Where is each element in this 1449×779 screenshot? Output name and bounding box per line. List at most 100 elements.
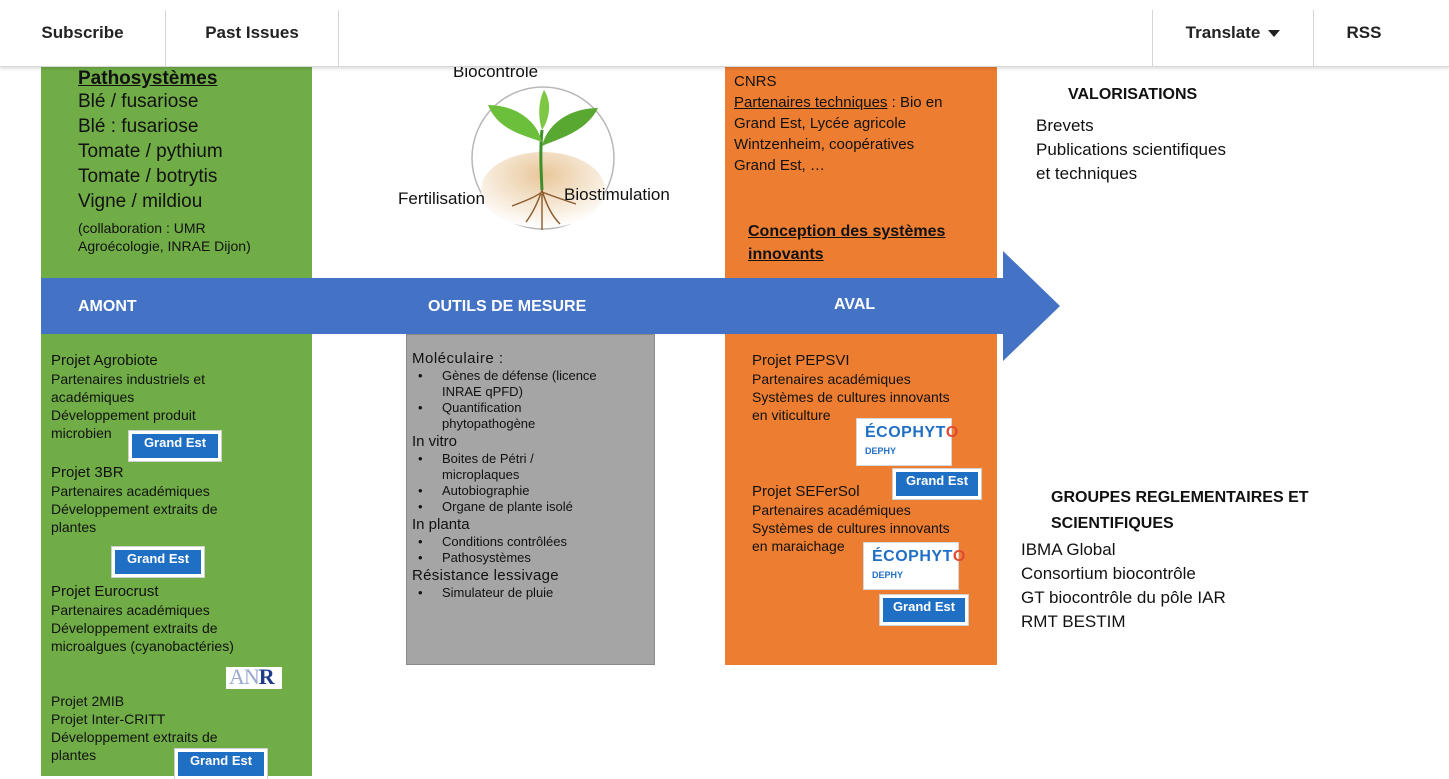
- anr-logo-text: AN: [229, 664, 260, 689]
- outils-item-cont-text: phytopathogène: [442, 416, 536, 431]
- valorisation-item: et techniques: [1036, 164, 1138, 183]
- project-agrobiote: Projet Agrobiote Partenaires industriels…: [51, 351, 205, 442]
- project-pepsvi: Projet PEPSVI Partenaires académiques Sy…: [752, 351, 950, 424]
- grandest-logo: Grand Est: [892, 468, 982, 500]
- project-line: Partenaires académiques: [51, 483, 210, 499]
- dephy-logo-text: DEPHY: [865, 446, 897, 456]
- outils-section-title: Résistance lessivage: [412, 567, 559, 584]
- project-eurocrust: Projet Eurocrust Partenaires académiques…: [51, 582, 234, 655]
- project-line: académiques: [51, 389, 135, 405]
- project-line: microalgues (cyanobactéries): [51, 638, 234, 654]
- nav-divider: [1313, 10, 1314, 66]
- ecophyto-logo: ÉCOPHYTO DEPHY: [863, 542, 965, 590]
- project-line: Développement extraits de: [51, 501, 218, 517]
- project-line: en maraichage: [752, 538, 845, 554]
- groupes-title: GROUPES REGLEMENTAIRES ET SCIENTIFIQUES: [1051, 485, 1309, 537]
- nav-divider: [165, 10, 166, 66]
- outils-item: Simulateur de pluie: [418, 585, 652, 601]
- project-line: en viticulture: [752, 407, 831, 423]
- past-issues-link[interactable]: Past Issues: [205, 23, 299, 42]
- rss-link[interactable]: RSS: [1346, 23, 1382, 42]
- partners-line: Grand Est, …: [734, 157, 825, 174]
- ecophyto-logo: ÉCOPHYTO DEPHY: [856, 418, 958, 466]
- groupes-list: IBMA Global Consortium biocontrôle GT bi…: [1021, 538, 1226, 634]
- outils-item-cont: phytopathogène: [442, 416, 652, 432]
- pathosystem-item: Blé : fusariose: [78, 116, 199, 137]
- project-line: plantes: [51, 747, 97, 763]
- project-line: Projet Inter-CRITT: [51, 711, 166, 727]
- collaboration-note-line: (collaboration : UMR: [78, 220, 206, 236]
- grandest-logo-text: Grand Est: [189, 753, 253, 768]
- valorisations-list: Brevets Publications scientifiques et te…: [1036, 114, 1226, 186]
- outils-item: Quantification: [418, 400, 652, 416]
- grandest-logo-text: Grand Est: [143, 435, 207, 450]
- subscribe-link[interactable]: Subscribe: [41, 23, 124, 42]
- right-leaf: [542, 108, 598, 146]
- outils-section-title: In vitro: [412, 433, 458, 450]
- grandest-logo-text: Grand Est: [892, 599, 956, 614]
- project-sefersol: Projet SEFerSol Partenaires académiques …: [752, 482, 950, 555]
- grandest-logo: Grand Est: [174, 748, 268, 779]
- partners-line: Grand Est, Lycée agricole: [734, 115, 907, 132]
- fertilisation-label: Fertilisation: [398, 189, 485, 208]
- project-line: Partenaires académiques: [752, 502, 911, 518]
- outils-list: Simulateur de pluie: [412, 585, 652, 601]
- arrow-label-aval: AVAL: [834, 296, 876, 313]
- project-title: Projet 3BR: [51, 464, 124, 481]
- cnrs-label: CNRS: [734, 73, 777, 90]
- amont-top-text: Pathosystèmes: [78, 66, 217, 91]
- biostimulation-label: Biostimulation: [564, 185, 670, 204]
- project-line: Développement extraits de: [51, 620, 218, 636]
- soil-area: [481, 152, 605, 228]
- pathosystemes-heading: Pathosystèmes: [78, 68, 218, 89]
- translate-label: Translate: [1185, 23, 1261, 42]
- top-leaf: [539, 90, 550, 130]
- pathosystem-item: Tomate / pythium: [78, 141, 223, 162]
- outils-item-cont-text: INRAE qPFD): [442, 384, 523, 399]
- anr-logo-text: R: [258, 664, 275, 689]
- arrow-label-outils: OUTILS DE MESURE: [428, 298, 587, 315]
- outils-item: Pathosystèmes: [418, 550, 652, 566]
- project-title: Projet Agrobiote: [51, 352, 158, 369]
- project-3br: Projet 3BR Partenaires académiques Dével…: [51, 463, 218, 536]
- outils-list: Boites de Pétri / microplaques Autobiogr…: [412, 451, 652, 515]
- pathosystem-item: Vigne / mildiou: [78, 191, 203, 212]
- aval-top-text: CNRS Partenaires techniques : Bio en Gra…: [734, 71, 942, 176]
- pathosystem-item: Tomate / botrytis: [78, 166, 218, 187]
- outils-item-cont: microplaques: [442, 467, 652, 483]
- ecophyto-logo-text: O: [945, 424, 959, 441]
- left-leaf: [488, 105, 542, 142]
- ecophyto-logo-text: ÉCOPHYT: [872, 548, 953, 565]
- project-line: Systèmes de cultures innovants: [752, 389, 950, 405]
- outils-section-title: Moléculaire :: [412, 350, 504, 367]
- ecophyto-logo-text: ÉCOPHYT: [865, 424, 946, 441]
- project-line: Développement produit: [51, 407, 196, 423]
- outils-section-title: In planta: [412, 516, 470, 533]
- outils-item: Organe de plante isolé: [418, 499, 652, 515]
- nav-divider: [338, 10, 339, 66]
- conception-heading: Conception des systèmes innovants: [748, 220, 945, 266]
- pathosystem-item: Blé / fusariose: [78, 91, 199, 112]
- plant-circle-image: [471, 86, 615, 230]
- valorisation-item: Publications scientifiques: [1036, 140, 1226, 159]
- plant-stem: [539, 129, 544, 191]
- project-line: Développement extraits de: [51, 729, 218, 745]
- plant-roots: [511, 189, 577, 230]
- project-line: Partenaires académiques: [51, 602, 210, 618]
- conception-line: Conception des systèmes: [748, 223, 946, 240]
- translate-dropdown[interactable]: Translate: [1153, 0, 1313, 66]
- arrow-label-amont: AMONT: [78, 298, 137, 315]
- project-line: plantes: [51, 519, 97, 535]
- groupes-title-line: SCIENTIFIQUES: [1051, 515, 1174, 532]
- aval-top-panel: [725, 60, 997, 280]
- valorisation-item: Brevets: [1036, 116, 1094, 135]
- outils-item: Autobiographie: [418, 483, 652, 499]
- groupe-item: GT biocontrôle du pôle IAR: [1021, 588, 1226, 607]
- outils-item: Gènes de défense (licence: [418, 368, 652, 384]
- outils-item: Conditions contrôlées: [418, 534, 652, 550]
- caret-down-icon: [1268, 29, 1281, 37]
- groupes-title-line: GROUPES REGLEMENTAIRES ET: [1051, 489, 1309, 506]
- pathosystemes-list: Blé / fusariose Blé : fusariose Tomate /…: [78, 89, 223, 214]
